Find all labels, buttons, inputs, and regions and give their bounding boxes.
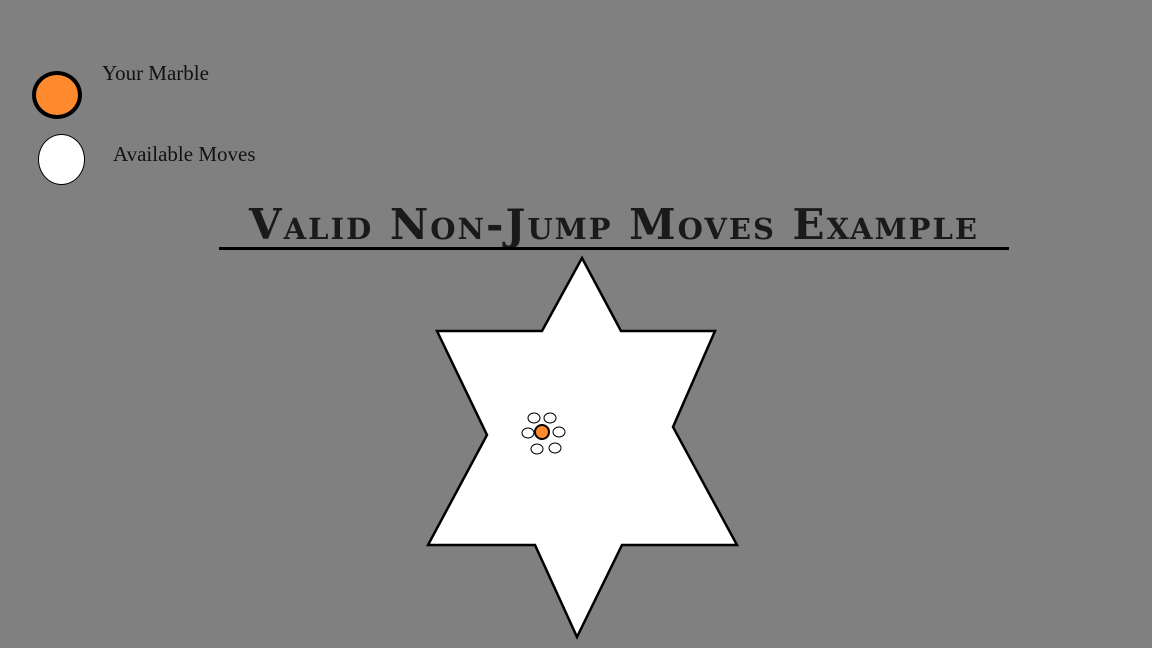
available-moves	[521, 412, 566, 455]
available-move-slot[interactable]	[527, 412, 541, 424]
available-move-slot[interactable]	[530, 443, 544, 455]
available-move-slot[interactable]	[552, 426, 566, 438]
your-marble-label: Your Marble	[102, 61, 209, 85]
page-title: Valid Non-Jump Moves Example	[249, 200, 979, 249]
title-underline	[219, 247, 1009, 250]
player-marble[interactable]	[534, 424, 550, 440]
available-moves-label: Available Moves	[113, 142, 256, 166]
available-move-slot[interactable]	[548, 442, 562, 454]
star-board-shape	[425, 255, 740, 640]
available-move-slot[interactable]	[543, 412, 557, 424]
your-marble-icon	[32, 71, 82, 119]
available-move-icon	[38, 134, 85, 185]
available-move-slot[interactable]	[521, 427, 535, 439]
